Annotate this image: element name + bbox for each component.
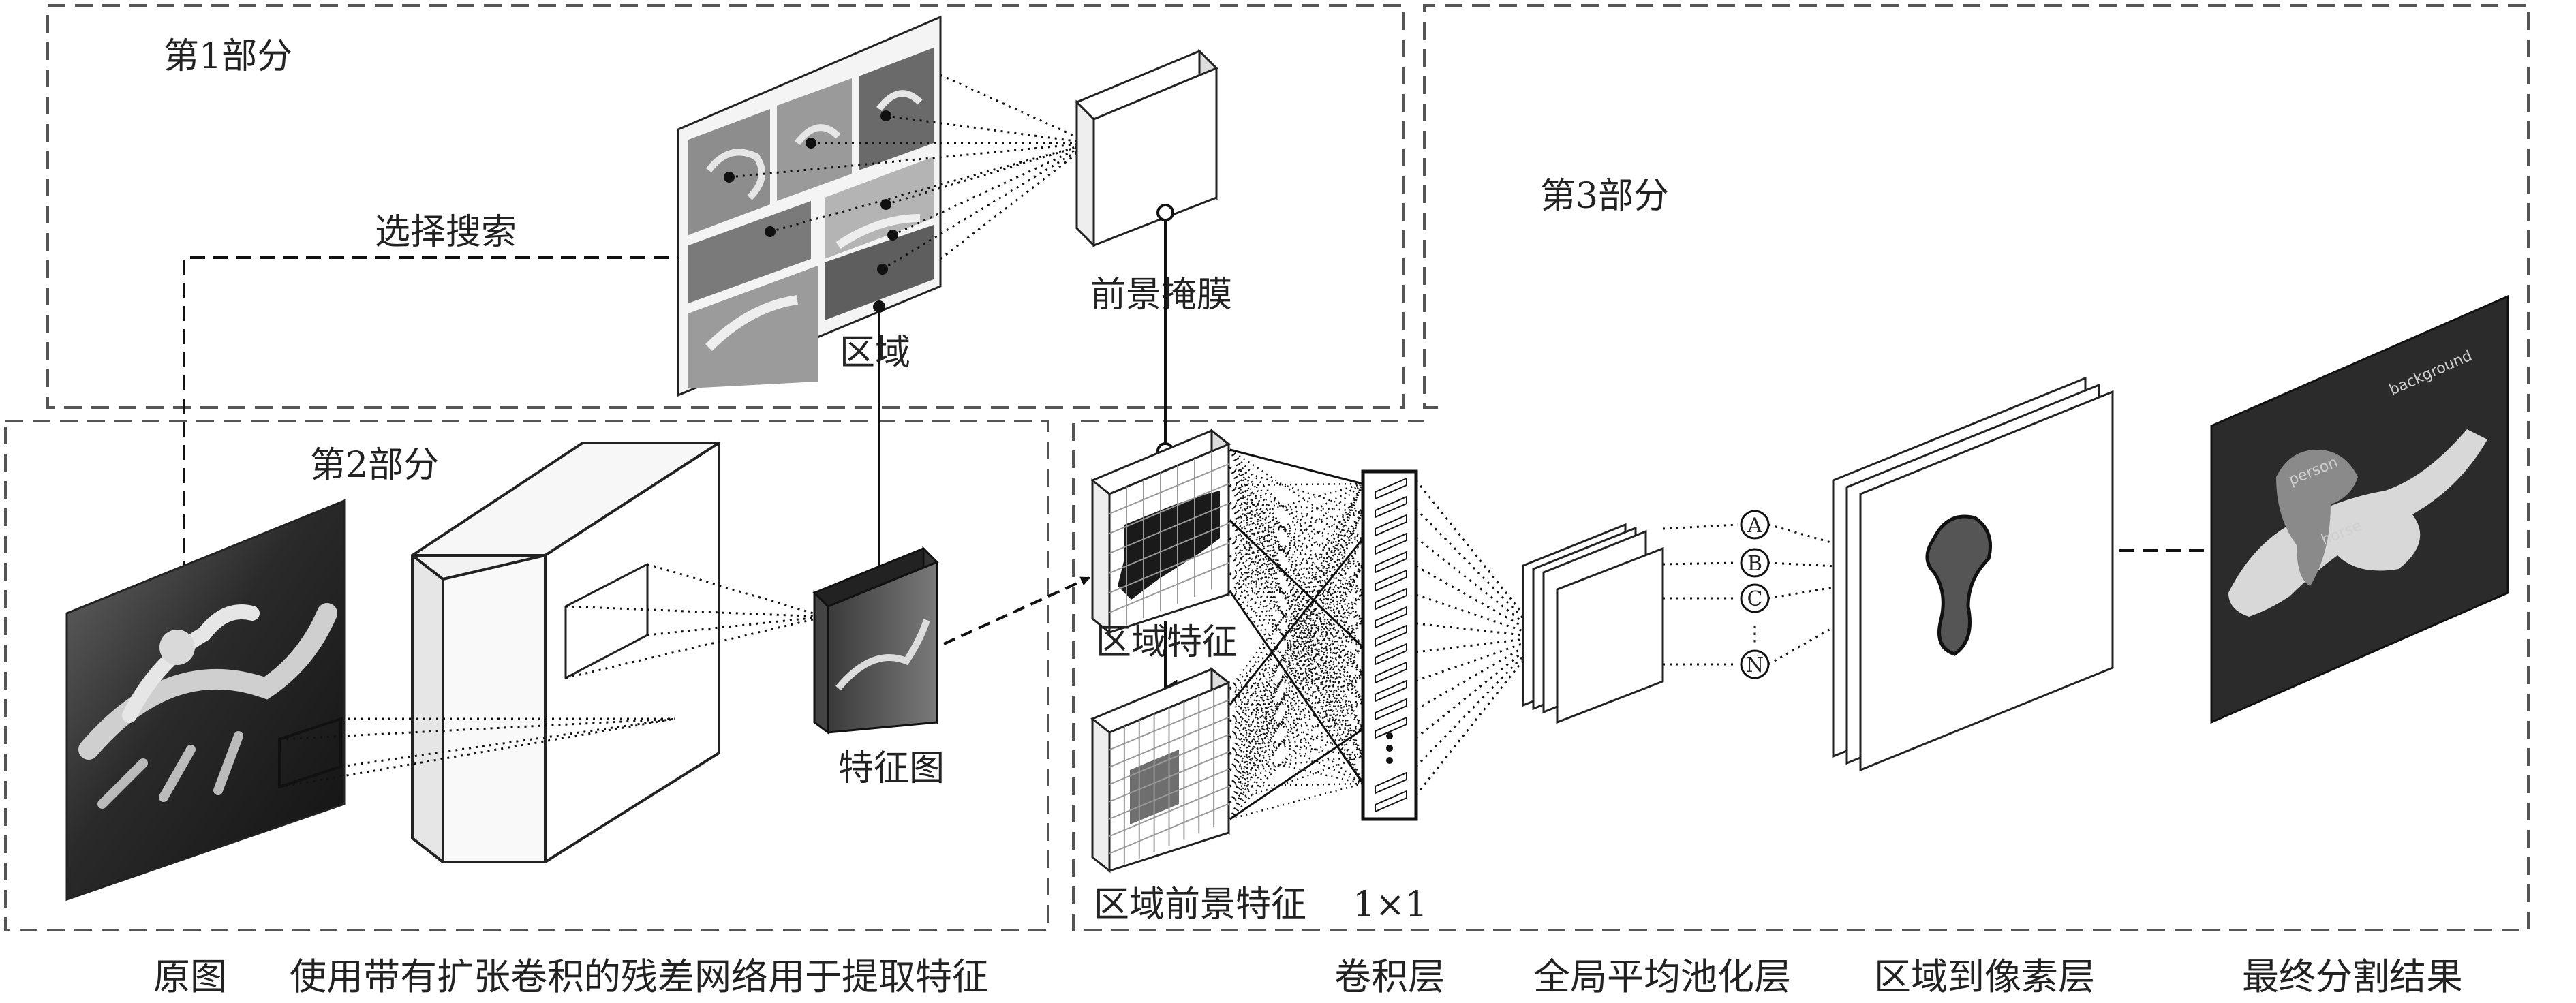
- region-feature-label: 区域特征: [1096, 622, 1238, 663]
- svg-text:B: B: [1747, 552, 1762, 576]
- region-fg-feature-label: 区域前景特征: [1094, 884, 1306, 925]
- class-node-a: A: [1740, 510, 1770, 540]
- region-proposals-collage: [677, 15, 942, 397]
- conv-1x1-column: [1361, 469, 1418, 821]
- featuremap-to-region-arrow: [943, 576, 1090, 645]
- region-feature-grid: [1090, 428, 1231, 635]
- foreground-mask-block: [1075, 48, 1218, 248]
- region-label: 区域: [840, 333, 910, 373]
- result-person-region: [2276, 450, 2358, 586]
- collage-to-mask-lines: [729, 74, 1091, 271]
- class-node-b: B: [1740, 548, 1770, 578]
- region-to-pixel-stack: [1832, 376, 2114, 772]
- caption-conv-layer: 卷积层: [1334, 955, 1445, 998]
- final-segmentation-result: background person horse: [2210, 294, 2509, 724]
- resnet-to-featuremap-lines: [565, 563, 825, 679]
- resnet-block: [411, 442, 720, 863]
- part3-box: [1072, 4, 2530, 931]
- region-to-pixel-shape: [1925, 514, 1992, 656]
- grid-to-conv-connections: [1229, 448, 1364, 820]
- class-node-dots: ⋮: [1745, 622, 1765, 646]
- class-node-c: C: [1740, 583, 1770, 613]
- image-to-resnet-lines: [279, 717, 675, 788]
- part3-label: 第3部分: [1540, 176, 1669, 217]
- conv-to-gap-lines: [1415, 480, 1543, 796]
- caption-region-to-pixel: 区域到像素层: [1874, 955, 2095, 998]
- region-fg-feature-grid: [1090, 666, 1231, 874]
- conv-1x1-label: 1×1: [1353, 884, 1428, 925]
- gap-layer-stack: [1522, 523, 1664, 724]
- foreground-mask-label: 前景掩膜: [1090, 275, 1232, 315]
- selective-search-label: 选择搜索: [375, 212, 517, 253]
- feature-map-label: 特征图: [838, 748, 945, 789]
- feature-map-block: [812, 546, 939, 735]
- part1-box: [46, 4, 1405, 409]
- gap-to-nodes-lines: [1662, 523, 1738, 666]
- class-nodes: A B C ⋮ N: [1740, 510, 1770, 679]
- svg-text:N: N: [1746, 653, 1764, 677]
- caption-resnet: 使用带有扩张卷积的残差网络用于提取特征: [290, 955, 989, 998]
- part1-label: 第1部分: [164, 36, 292, 77]
- svg-text:C: C: [1747, 587, 1763, 611]
- part2-box: [4, 420, 1049, 931]
- caption-original: 原图: [153, 955, 227, 998]
- original-image: [65, 499, 346, 901]
- svg-text:A: A: [1747, 514, 1762, 538]
- part2-label: 第2部分: [310, 445, 439, 486]
- selective-search-connector: [183, 256, 678, 576]
- caption-gap-layer: 全局平均池化层: [1533, 955, 1791, 998]
- class-node-n: N: [1740, 649, 1770, 679]
- result-horse-region: [2228, 429, 2487, 617]
- caption-final-result: 最终分割结果: [2242, 955, 2463, 998]
